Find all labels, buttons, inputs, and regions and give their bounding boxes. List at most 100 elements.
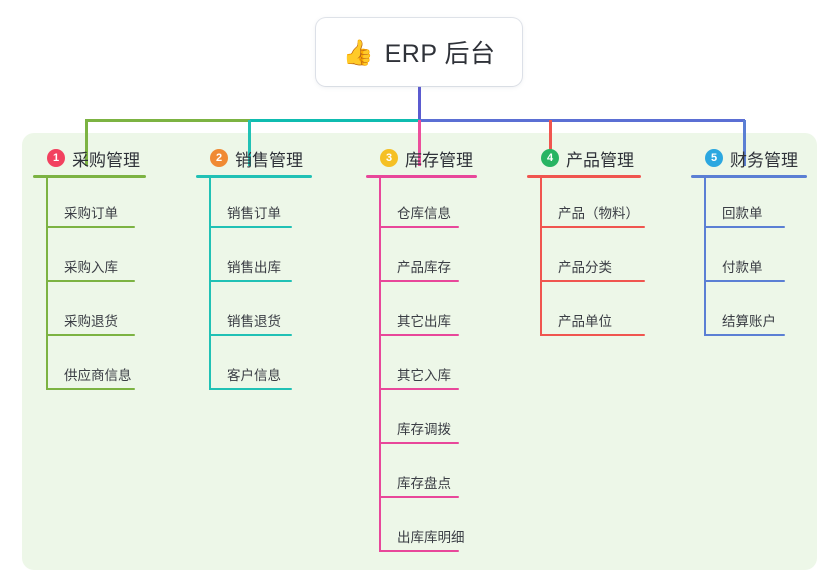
leaf-underline <box>47 226 135 228</box>
leaf-underline <box>380 496 459 498</box>
leaf-underline <box>380 442 459 444</box>
leaf-node[interactable]: 供应商信息 <box>47 340 146 394</box>
leaf-label: 出库库明细 <box>397 530 465 545</box>
leaf-node[interactable]: 结算账户 <box>705 286 807 340</box>
leaf-underline <box>210 334 292 336</box>
leaf-label: 产品（物料） <box>558 206 639 221</box>
leaf-label: 其它出库 <box>397 314 451 329</box>
leaf-node[interactable]: 销售出库 <box>210 232 312 286</box>
leaf-label: 付款单 <box>722 260 763 275</box>
branch-column-3: 3 库存管理仓库信息产品库存其它出库其它入库库存调拨库存盘点出库库明细 <box>366 146 477 556</box>
root-title: ERP 后台 <box>384 40 496 68</box>
branch-spine-4 <box>540 178 542 336</box>
branch-children-1: 采购订单采购入库采购退货供应商信息 <box>33 178 146 394</box>
branch-children-2: 销售订单销售出库销售退货客户信息 <box>196 178 312 394</box>
branch-spine-2 <box>209 178 211 390</box>
leaf-label: 产品库存 <box>397 260 451 275</box>
leaf-underline <box>541 226 645 228</box>
leaf-underline <box>47 280 135 282</box>
branch-header-2[interactable]: 2 销售管理 <box>196 146 312 170</box>
leaf-node[interactable]: 产品（物料） <box>541 178 645 232</box>
leaf-underline <box>210 226 292 228</box>
branch-column-4: 4 产品管理产品（物料） 产品分类产品单位 <box>527 146 645 340</box>
leaf-label: 库存盘点 <box>397 476 451 491</box>
leaf-underline <box>705 226 785 228</box>
branch-badge-2: 2 <box>210 149 228 167</box>
branch-header-3[interactable]: 3 库存管理 <box>366 146 477 170</box>
leaf-label: 销售出库 <box>227 260 281 275</box>
leaf-underline <box>541 334 645 336</box>
branch-column-2: 2 销售管理销售订单销售出库销售退货客户信息 <box>196 146 312 394</box>
leaf-node[interactable]: 库存盘点 <box>380 448 477 502</box>
branch-underline-2 <box>196 175 312 178</box>
leaf-node[interactable]: 客户信息 <box>210 340 312 394</box>
leaf-node[interactable]: 采购入库 <box>47 232 146 286</box>
leaf-label: 采购入库 <box>64 260 118 275</box>
leaf-underline <box>47 388 135 390</box>
branch-column-5: 5 财务管理回款单付款单结算账户 <box>691 146 807 340</box>
branch-children-5: 回款单付款单结算账户 <box>691 178 807 340</box>
leaf-node[interactable]: 库存调拨 <box>380 394 477 448</box>
branch-spine-1 <box>46 178 48 390</box>
leaf-label: 采购订单 <box>64 206 118 221</box>
leaf-label: 销售订单 <box>227 206 281 221</box>
leaf-underline <box>380 388 459 390</box>
leaf-underline <box>705 280 785 282</box>
leaf-node[interactable]: 产品库存 <box>380 232 477 286</box>
branch-label-1: 采购管理 <box>72 150 140 170</box>
leaf-node[interactable]: 出库库明细 <box>380 502 477 556</box>
leaf-node[interactable]: 产品分类 <box>541 232 645 286</box>
branch-underline-3 <box>366 175 477 178</box>
branch-badge-4: 4 <box>541 149 559 167</box>
leaf-underline <box>380 226 459 228</box>
branch-header-5[interactable]: 5 财务管理 <box>691 146 807 170</box>
leaf-label: 供应商信息 <box>64 368 132 383</box>
leaf-label: 采购退货 <box>64 314 118 329</box>
leaf-node[interactable]: 其它出库 <box>380 286 477 340</box>
root-node[interactable]: 👍 ERP 后台 <box>316 18 522 86</box>
branch-label-2: 销售管理 <box>235 150 303 170</box>
leaf-underline <box>210 388 292 390</box>
leaf-node[interactable]: 仓库信息 <box>380 178 477 232</box>
leaf-label: 产品分类 <box>558 260 612 275</box>
leaf-node[interactable]: 产品单位 <box>541 286 645 340</box>
leaf-node[interactable]: 采购退货 <box>47 286 146 340</box>
branch-header-4[interactable]: 4 产品管理 <box>527 146 641 170</box>
branch-underline-1 <box>33 175 146 178</box>
branch-label-3: 库存管理 <box>405 150 473 170</box>
leaf-underline <box>380 550 459 552</box>
leaf-underline <box>47 334 135 336</box>
leaf-underline <box>705 334 785 336</box>
branch-underline-5 <box>691 175 807 178</box>
branch-underline-4 <box>527 175 641 178</box>
branch-spine-3 <box>379 178 381 552</box>
branch-children-4: 产品（物料） 产品分类产品单位 <box>527 178 645 340</box>
leaf-node[interactable]: 销售订单 <box>210 178 312 232</box>
leaf-label: 结算账户 <box>722 314 776 329</box>
leaf-label: 产品单位 <box>558 314 612 329</box>
branch-label-4: 产品管理 <box>566 150 634 170</box>
leaf-label: 仓库信息 <box>397 206 451 221</box>
leaf-label: 回款单 <box>722 206 763 221</box>
thumbs-up-icon: 👍 <box>342 38 374 67</box>
leaf-node[interactable]: 回款单 <box>705 178 807 232</box>
leaf-underline <box>541 280 645 282</box>
leaf-node[interactable]: 销售退货 <box>210 286 312 340</box>
branch-children-3: 仓库信息产品库存其它出库其它入库库存调拨库存盘点出库库明细 <box>366 178 477 556</box>
leaf-underline <box>380 280 459 282</box>
branch-label-5: 财务管理 <box>730 150 798 170</box>
leaf-label: 库存调拨 <box>397 422 451 437</box>
leaf-node[interactable]: 其它入库 <box>380 340 477 394</box>
branch-badge-3: 3 <box>380 149 398 167</box>
leaf-label: 客户信息 <box>227 368 281 383</box>
leaf-label: 销售退货 <box>227 314 281 329</box>
leaf-label: 其它入库 <box>397 368 451 383</box>
leaf-underline <box>380 334 459 336</box>
leaf-node[interactable]: 采购订单 <box>47 178 146 232</box>
branch-badge-5: 5 <box>705 149 723 167</box>
leaf-node[interactable]: 付款单 <box>705 232 807 286</box>
leaf-underline <box>210 280 292 282</box>
